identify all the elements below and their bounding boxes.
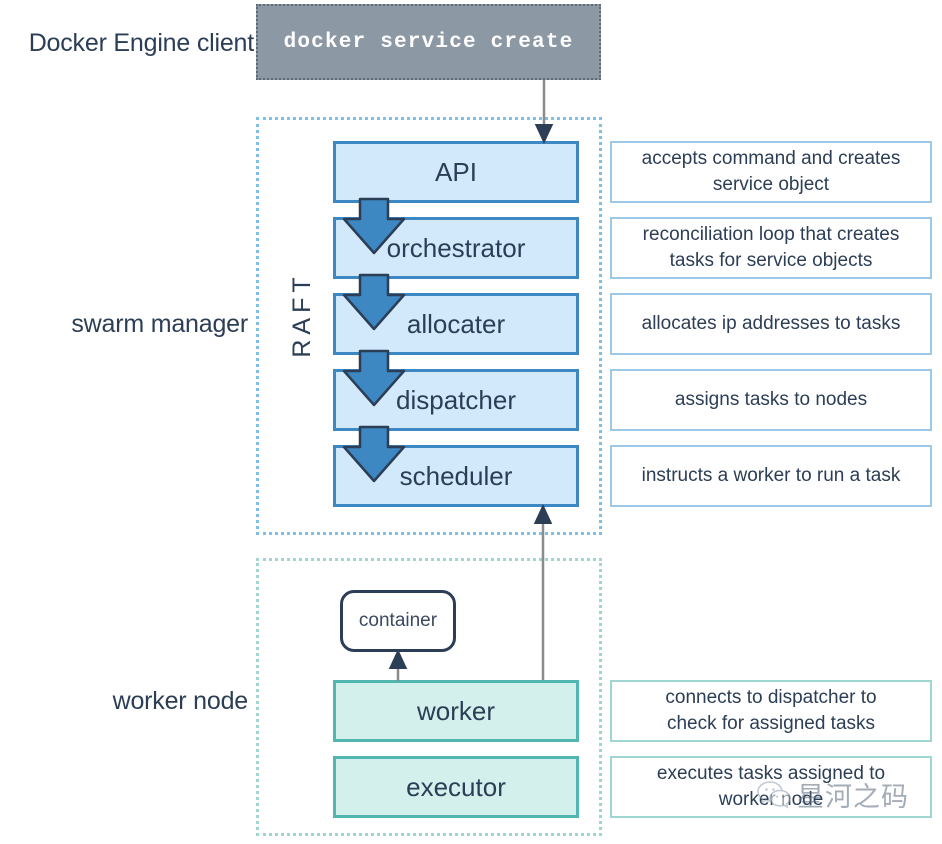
note-line-2: tasks for service objects (669, 250, 873, 271)
manager-box-api[interactable]: API (333, 141, 579, 203)
swarm-manager-group (256, 117, 602, 535)
worker-box-worker[interactable]: worker (333, 680, 579, 742)
worker-box-executor[interactable]: executor (333, 756, 579, 818)
note-line-1: allocates ip addresses to tasks (641, 313, 901, 335)
note-line-2: check for assigned tasks (666, 713, 876, 734)
note-line-1: connects to dispatcher to (665, 687, 877, 709)
note-line-1: reconciliation loop that creates (642, 224, 900, 246)
note-line-1: instructs a worker to run a task (641, 465, 901, 487)
note-orchestrator: reconciliation loop that creates tasks f… (610, 217, 932, 279)
worker-node-group (256, 558, 602, 836)
note-allocater: allocates ip addresses to tasks (610, 293, 932, 355)
manager-box-scheduler[interactable]: scheduler (333, 445, 579, 507)
note-line-1: executes tasks assigned to (656, 763, 886, 785)
note-line-1: accepts command and creates (641, 148, 901, 170)
note-executor: executes tasks assigned to worker node (610, 756, 932, 818)
note-scheduler: instructs a worker to run a task (610, 445, 932, 507)
label-worker-node: worker node (112, 686, 249, 715)
manager-box-dispatcher[interactable]: dispatcher (333, 369, 579, 431)
note-line-2: worker node (718, 789, 824, 810)
label-docker-engine-client: Docker Engine client (28, 28, 254, 57)
note-worker: connects to dispatcher to check for assi… (610, 680, 932, 742)
raft-label: RAFT (288, 272, 316, 358)
note-dispatcher: assigns tasks to nodes (610, 369, 932, 431)
manager-box-orchestrator[interactable]: orchestrator (333, 217, 579, 279)
label-swarm-manager: swarm manager (71, 309, 248, 338)
note-api: accepts command and creates service obje… (610, 141, 932, 203)
note-line-1: assigns tasks to nodes (674, 389, 868, 411)
note-line-2: service object (712, 174, 830, 195)
docker-service-create-command[interactable]: docker service create (256, 4, 601, 80)
worker-box-container[interactable]: container (340, 590, 456, 652)
manager-box-allocater[interactable]: allocater (333, 293, 579, 355)
